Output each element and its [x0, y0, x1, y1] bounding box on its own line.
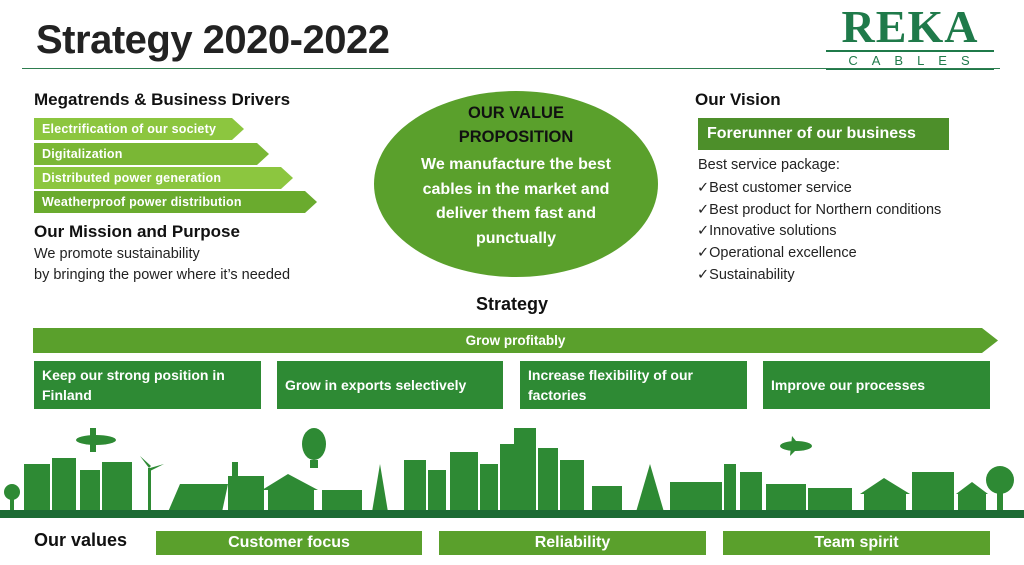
house-icon: [956, 482, 988, 512]
vision-item: ✓Operational excellence: [697, 245, 857, 262]
mission-line-2: by bringing the power where it’s needed: [34, 267, 291, 283]
strategy-heading: Strategy: [475, 294, 549, 314]
vp-title-line-2: PROPOSITION: [458, 128, 574, 146]
building-icon: [80, 470, 100, 512]
megatrend-arrow-4: Weatherproof power distribution: [34, 191, 317, 213]
vision-item: ✓Best customer service: [697, 180, 852, 196]
megatrend-arrow-2: Digitalization: [34, 143, 269, 165]
vision-item: ✓Best product for Northern conditions: [697, 201, 942, 218]
bus-icon: [592, 486, 622, 512]
logo-rule-top: [826, 50, 994, 52]
value-customer-focus: Customer focus: [156, 531, 422, 555]
airplane-icon: [780, 436, 812, 456]
airplane-icon: [76, 428, 116, 452]
pillar-label: Increase flexibility of our factories: [528, 367, 693, 403]
mission-text: We promote sustainability by bringing th…: [34, 244, 290, 286]
factory-icon: [740, 472, 762, 512]
value-proposition-ellipse: [374, 91, 658, 277]
value-proposition-title: OUR VALUE PROPOSITION: [374, 101, 658, 149]
wind-turbine-icon: [140, 456, 164, 512]
value-reliability: Reliability: [439, 531, 706, 555]
value-proposition-body: We manufacture the best cables in the ma…: [421, 156, 611, 247]
city-skyline-illustration: [4, 428, 1014, 512]
building-icon: [52, 458, 76, 512]
values-heading: Our values: [34, 530, 128, 550]
vision-subheading: Best service package:: [698, 157, 840, 173]
strategy-pillar-3: Increase flexibility of our factories: [520, 361, 747, 409]
skyscraper-icon: [514, 428, 536, 512]
megatrend-arrow-3: Distributed power generation: [34, 167, 293, 189]
title-divider: [22, 68, 1000, 69]
pillar-label: Improve our processes: [771, 377, 926, 393]
vision-item: ✓Sustainability: [697, 266, 795, 283]
building-icon: [24, 464, 50, 512]
pillar-label: Grow in exports selectively: [285, 377, 467, 393]
building-icon: [102, 462, 132, 512]
mission-line-1: We promote sustainability: [34, 246, 200, 262]
pillar-label: Keep our strong position in Finland: [42, 367, 225, 403]
vision-heading: Our Vision: [695, 90, 781, 109]
tree-icon: [986, 466, 1014, 512]
vp-title-line-1: OUR VALUE: [468, 104, 564, 122]
warehouse-icon: [766, 484, 806, 512]
vision-checklist: ✓Best customer service ✓Best product for…: [697, 178, 941, 287]
megatrend-arrow-1: Electrification of our society: [34, 118, 244, 140]
vision-item: ✓Innovative solutions: [697, 223, 837, 240]
truck-icon: [322, 490, 362, 512]
building-icon: [428, 470, 446, 512]
mission-heading: Our Mission and Purpose: [34, 222, 240, 241]
vision-statement: Forerunner of our business: [698, 118, 949, 150]
building-icon: [404, 460, 426, 512]
radio-tower-icon: [372, 464, 388, 512]
factory-icon: [724, 464, 736, 512]
factory-icon: [228, 462, 264, 512]
grow-profitably-arrow: Grow profitably: [33, 328, 998, 353]
excavator-icon: [808, 488, 852, 512]
building-icon: [912, 472, 954, 512]
house-icon: [262, 474, 318, 512]
building-icon: [538, 448, 558, 512]
strategy-pillar-1: Keep our strong position in Finland: [34, 361, 261, 409]
slide-title: Strategy 2020-2022: [36, 18, 390, 62]
logo-rule-bottom: [826, 69, 994, 70]
megatrends-heading: Megatrends & Business Drivers: [34, 90, 291, 109]
train-icon: [670, 482, 722, 512]
logo-subtitle: CABLES: [848, 53, 984, 68]
strategy-pillar-2: Grow in exports selectively: [277, 361, 503, 409]
power-pylon-icon: [636, 464, 664, 512]
strategy-pillar-4: Improve our processes: [763, 361, 990, 409]
building-icon: [500, 444, 516, 512]
logo-name: REKA: [841, 1, 979, 52]
building-icon: [560, 460, 584, 512]
building-icon: [450, 452, 478, 512]
ground-strip: [0, 510, 1024, 518]
reka-cables-logo: REKA CABLES: [826, 4, 994, 70]
solar-panel-icon: [168, 484, 228, 512]
value-team-spirit: Team spirit: [723, 531, 990, 555]
hot-air-balloon-icon: [302, 428, 326, 468]
building-icon: [480, 464, 498, 512]
house-icon: [860, 478, 910, 512]
tree-icon: [4, 484, 20, 512]
